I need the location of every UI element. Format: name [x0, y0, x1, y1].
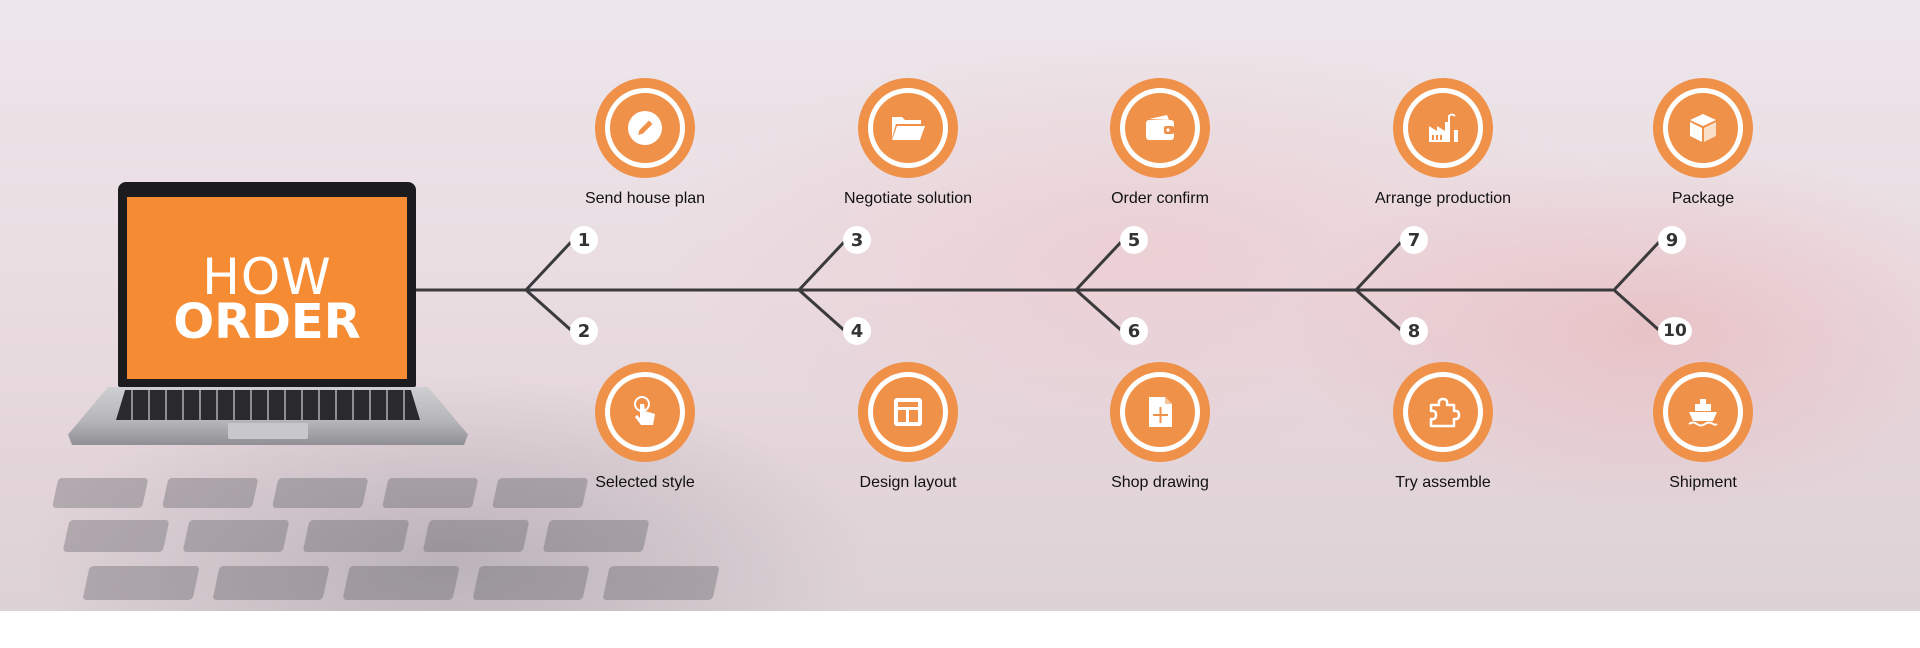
step-order-confirm: Order confirm [1060, 78, 1260, 228]
step-icon-circle [1110, 78, 1210, 178]
step-label: Design layout [859, 474, 957, 491]
layout-icon [894, 398, 922, 426]
heading-order: ORDER [173, 294, 361, 350]
background-keyboard [52, 478, 719, 600]
step-shipment: Shipment [1603, 362, 1803, 512]
step-icon-circle [858, 78, 958, 178]
step-icon-circle [1653, 78, 1753, 178]
laptop-keyboard [116, 390, 420, 420]
step-number: 3 [843, 226, 871, 254]
box-icon [1690, 114, 1716, 142]
step-number: 7 [1400, 226, 1428, 254]
step-icon-circle [1110, 362, 1210, 462]
background-banner: HOW ORDER Send house plan Selected style [0, 0, 1920, 611]
step-send-house-plan: Send house plan [545, 78, 745, 228]
factory-icon [1429, 113, 1458, 142]
step-arrange-production: Arrange production [1343, 78, 1543, 228]
pencil-icon [628, 111, 662, 145]
step-try-assemble: Try assemble [1343, 362, 1543, 512]
step-label: Package [1671, 190, 1735, 207]
step-icon-circle [595, 78, 695, 178]
step-icon-circle [1653, 362, 1753, 462]
step-number: 6 [1120, 317, 1148, 345]
step-icon-circle [595, 362, 695, 462]
folder-icon [892, 117, 925, 140]
step-label: Order confirm [1111, 190, 1209, 207]
step-number: 8 [1400, 317, 1428, 345]
step-design-layout: Design layout [808, 362, 1008, 512]
heading-how: HOW [202, 248, 332, 306]
step-number: 10 [1658, 317, 1692, 345]
step-number: 1 [570, 226, 598, 254]
step-label: Selected style [595, 474, 695, 491]
step-number: 2 [570, 317, 598, 345]
laptop-illustration: HOW ORDER [68, 182, 468, 452]
hand-pointer-icon [634, 396, 655, 425]
wallet-icon [1146, 115, 1174, 140]
step-selected-style: Selected style [545, 362, 745, 512]
step-number: 9 [1658, 226, 1686, 254]
step-icon-circle [858, 362, 958, 462]
ship-icon [1688, 399, 1718, 427]
step-label: Negotiate solution [843, 190, 973, 207]
step-number: 4 [843, 317, 871, 345]
step-negotiate-solution: Negotiate solution [808, 78, 1008, 228]
step-label: Send house plan [584, 190, 706, 207]
step-number: 5 [1120, 226, 1148, 254]
laptop-screen: HOW ORDER [127, 197, 407, 379]
step-shop-drawing: Shop drawing [1060, 362, 1260, 512]
puzzle-icon [1429, 397, 1461, 428]
step-icon-circle [1393, 78, 1493, 178]
step-label: Shop drawing [1111, 474, 1209, 491]
document-icon [1149, 397, 1172, 427]
step-package: Package [1603, 78, 1803, 228]
timeline-connector [408, 239, 1662, 333]
step-icon-circle [1393, 362, 1493, 462]
laptop-lid: HOW ORDER [118, 182, 416, 387]
step-label: Arrange production [1374, 190, 1512, 207]
laptop-trackpad [228, 423, 308, 439]
step-label: Try assemble [1395, 474, 1491, 491]
step-label: Shipment [1669, 474, 1737, 491]
